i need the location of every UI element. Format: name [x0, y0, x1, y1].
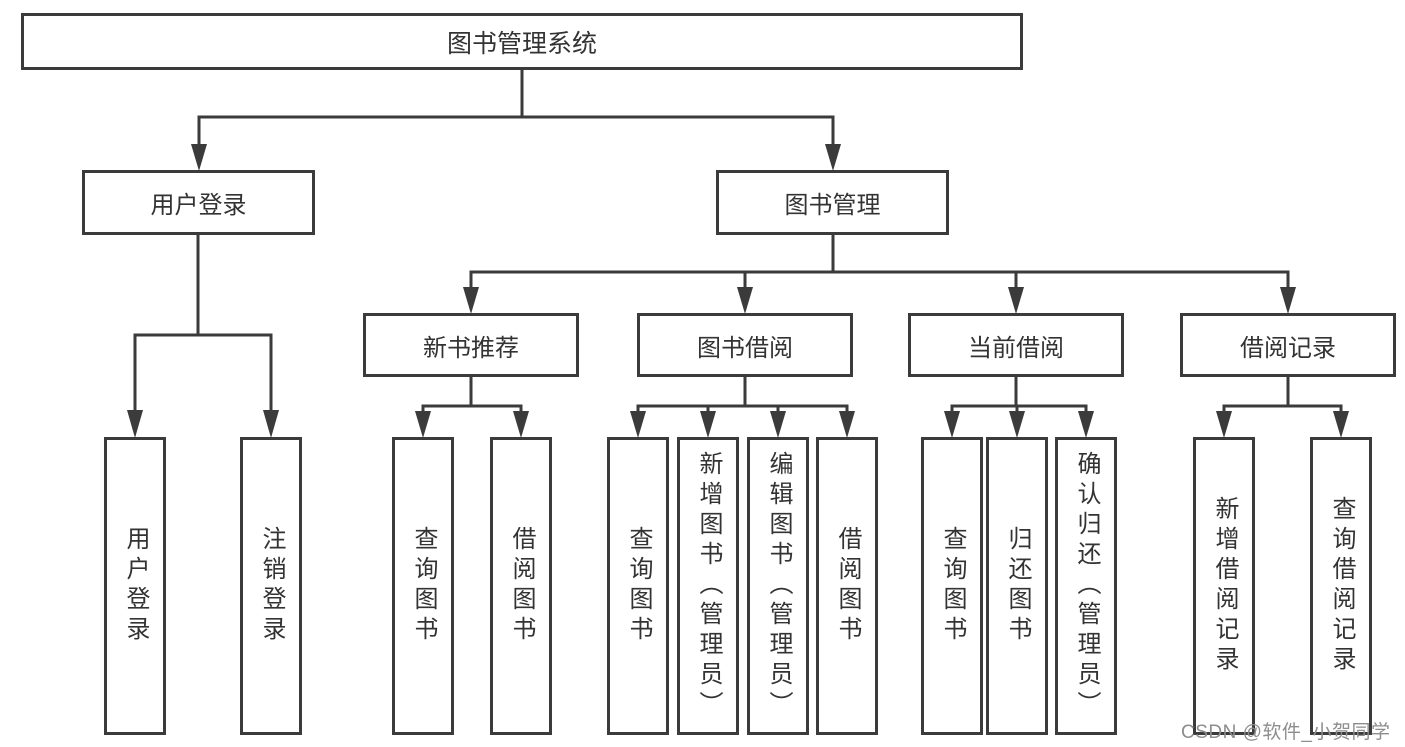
leaf-return-books: 归还图书 — [986, 437, 1048, 735]
node-borrowing-records-label: 借阅记录 — [1240, 334, 1336, 362]
leaf-user-login: 用户登录 — [104, 437, 166, 735]
leaf-query-books-1-label: 查询图书 — [410, 526, 437, 646]
node-book-management: 图书管理 — [716, 170, 949, 235]
edge-root-to-level2 — [197, 69, 835, 146]
edge-book-borrowing-to-leaves — [636, 377, 849, 413]
node-new-book-recommend-label: 新书推荐 — [423, 334, 519, 362]
leaf-user-login-label: 用户登录 — [122, 526, 149, 646]
leaf-confirm-return-admin-label: 确认归还（管理员） — [1073, 451, 1100, 721]
leaf-logout-label: 注销登录 — [258, 526, 285, 646]
arrowheads — [127, 144, 1349, 438]
leaf-add-books-admin: 新增图书（管理员） — [677, 437, 739, 735]
edge-current-borrowing-to-leaves — [950, 377, 1088, 413]
node-book-borrowing: 图书借阅 — [637, 313, 853, 377]
leaf-add-borrow-record-label: 新增借阅记录 — [1211, 496, 1238, 676]
leaf-confirm-return-admin: 确认归还（管理员） — [1055, 437, 1117, 735]
node-book-borrowing-label: 图书借阅 — [697, 334, 793, 362]
leaf-borrow-books-2-label: 借阅图书 — [834, 526, 861, 646]
node-new-book-recommend: 新书推荐 — [363, 313, 579, 377]
leaf-query-books-3: 查询图书 — [921, 437, 983, 735]
node-borrowing-records: 借阅记录 — [1180, 313, 1396, 377]
csdn-watermark: CSDN @软件_小贺同学 — [1181, 722, 1391, 743]
edge-borrowing-records-to-leaves — [1222, 377, 1343, 413]
node-current-borrowing-label: 当前借阅 — [968, 334, 1064, 362]
leaf-query-books-3-label: 查询图书 — [939, 526, 966, 646]
leaf-edit-books-admin: 编辑图书（管理员） — [747, 437, 809, 735]
leaf-logout: 注销登录 — [240, 437, 302, 735]
leaf-query-borrow-record: 查询借阅记录 — [1310, 437, 1372, 735]
leaf-add-borrow-record: 新增借阅记录 — [1193, 437, 1255, 735]
leaf-query-books-2: 查询图书 — [607, 437, 669, 735]
leaf-borrow-books-1: 借阅图书 — [490, 437, 552, 735]
leaf-query-books-2-label: 查询图书 — [625, 526, 652, 646]
leaf-query-borrow-record-label: 查询借阅记录 — [1328, 496, 1355, 676]
leaf-query-books-1: 查询图书 — [392, 437, 454, 735]
node-root-system: 图书管理系统 — [21, 13, 1023, 70]
node-user-login-label: 用户登录 — [150, 192, 247, 219]
leaf-borrow-books-1-label: 借阅图书 — [508, 526, 535, 646]
edge-new-book-recommend-to-leaves — [421, 377, 523, 413]
leaf-add-books-admin-label: 新增图书（管理员） — [695, 451, 722, 721]
leaf-borrow-books-2: 借阅图书 — [816, 437, 878, 735]
node-root-system-label: 图书管理系统 — [446, 29, 597, 58]
leaf-edit-books-admin-label: 编辑图书（管理员） — [765, 451, 792, 721]
node-user-login: 用户登录 — [82, 170, 315, 235]
leaf-return-books-label: 归还图书 — [1004, 526, 1031, 646]
node-book-management-label: 图书管理 — [784, 192, 881, 219]
edge-user-login-to-leaves — [133, 235, 273, 413]
node-current-borrowing: 当前借阅 — [908, 313, 1124, 377]
edge-book-management-to-level3 — [469, 235, 1290, 289]
